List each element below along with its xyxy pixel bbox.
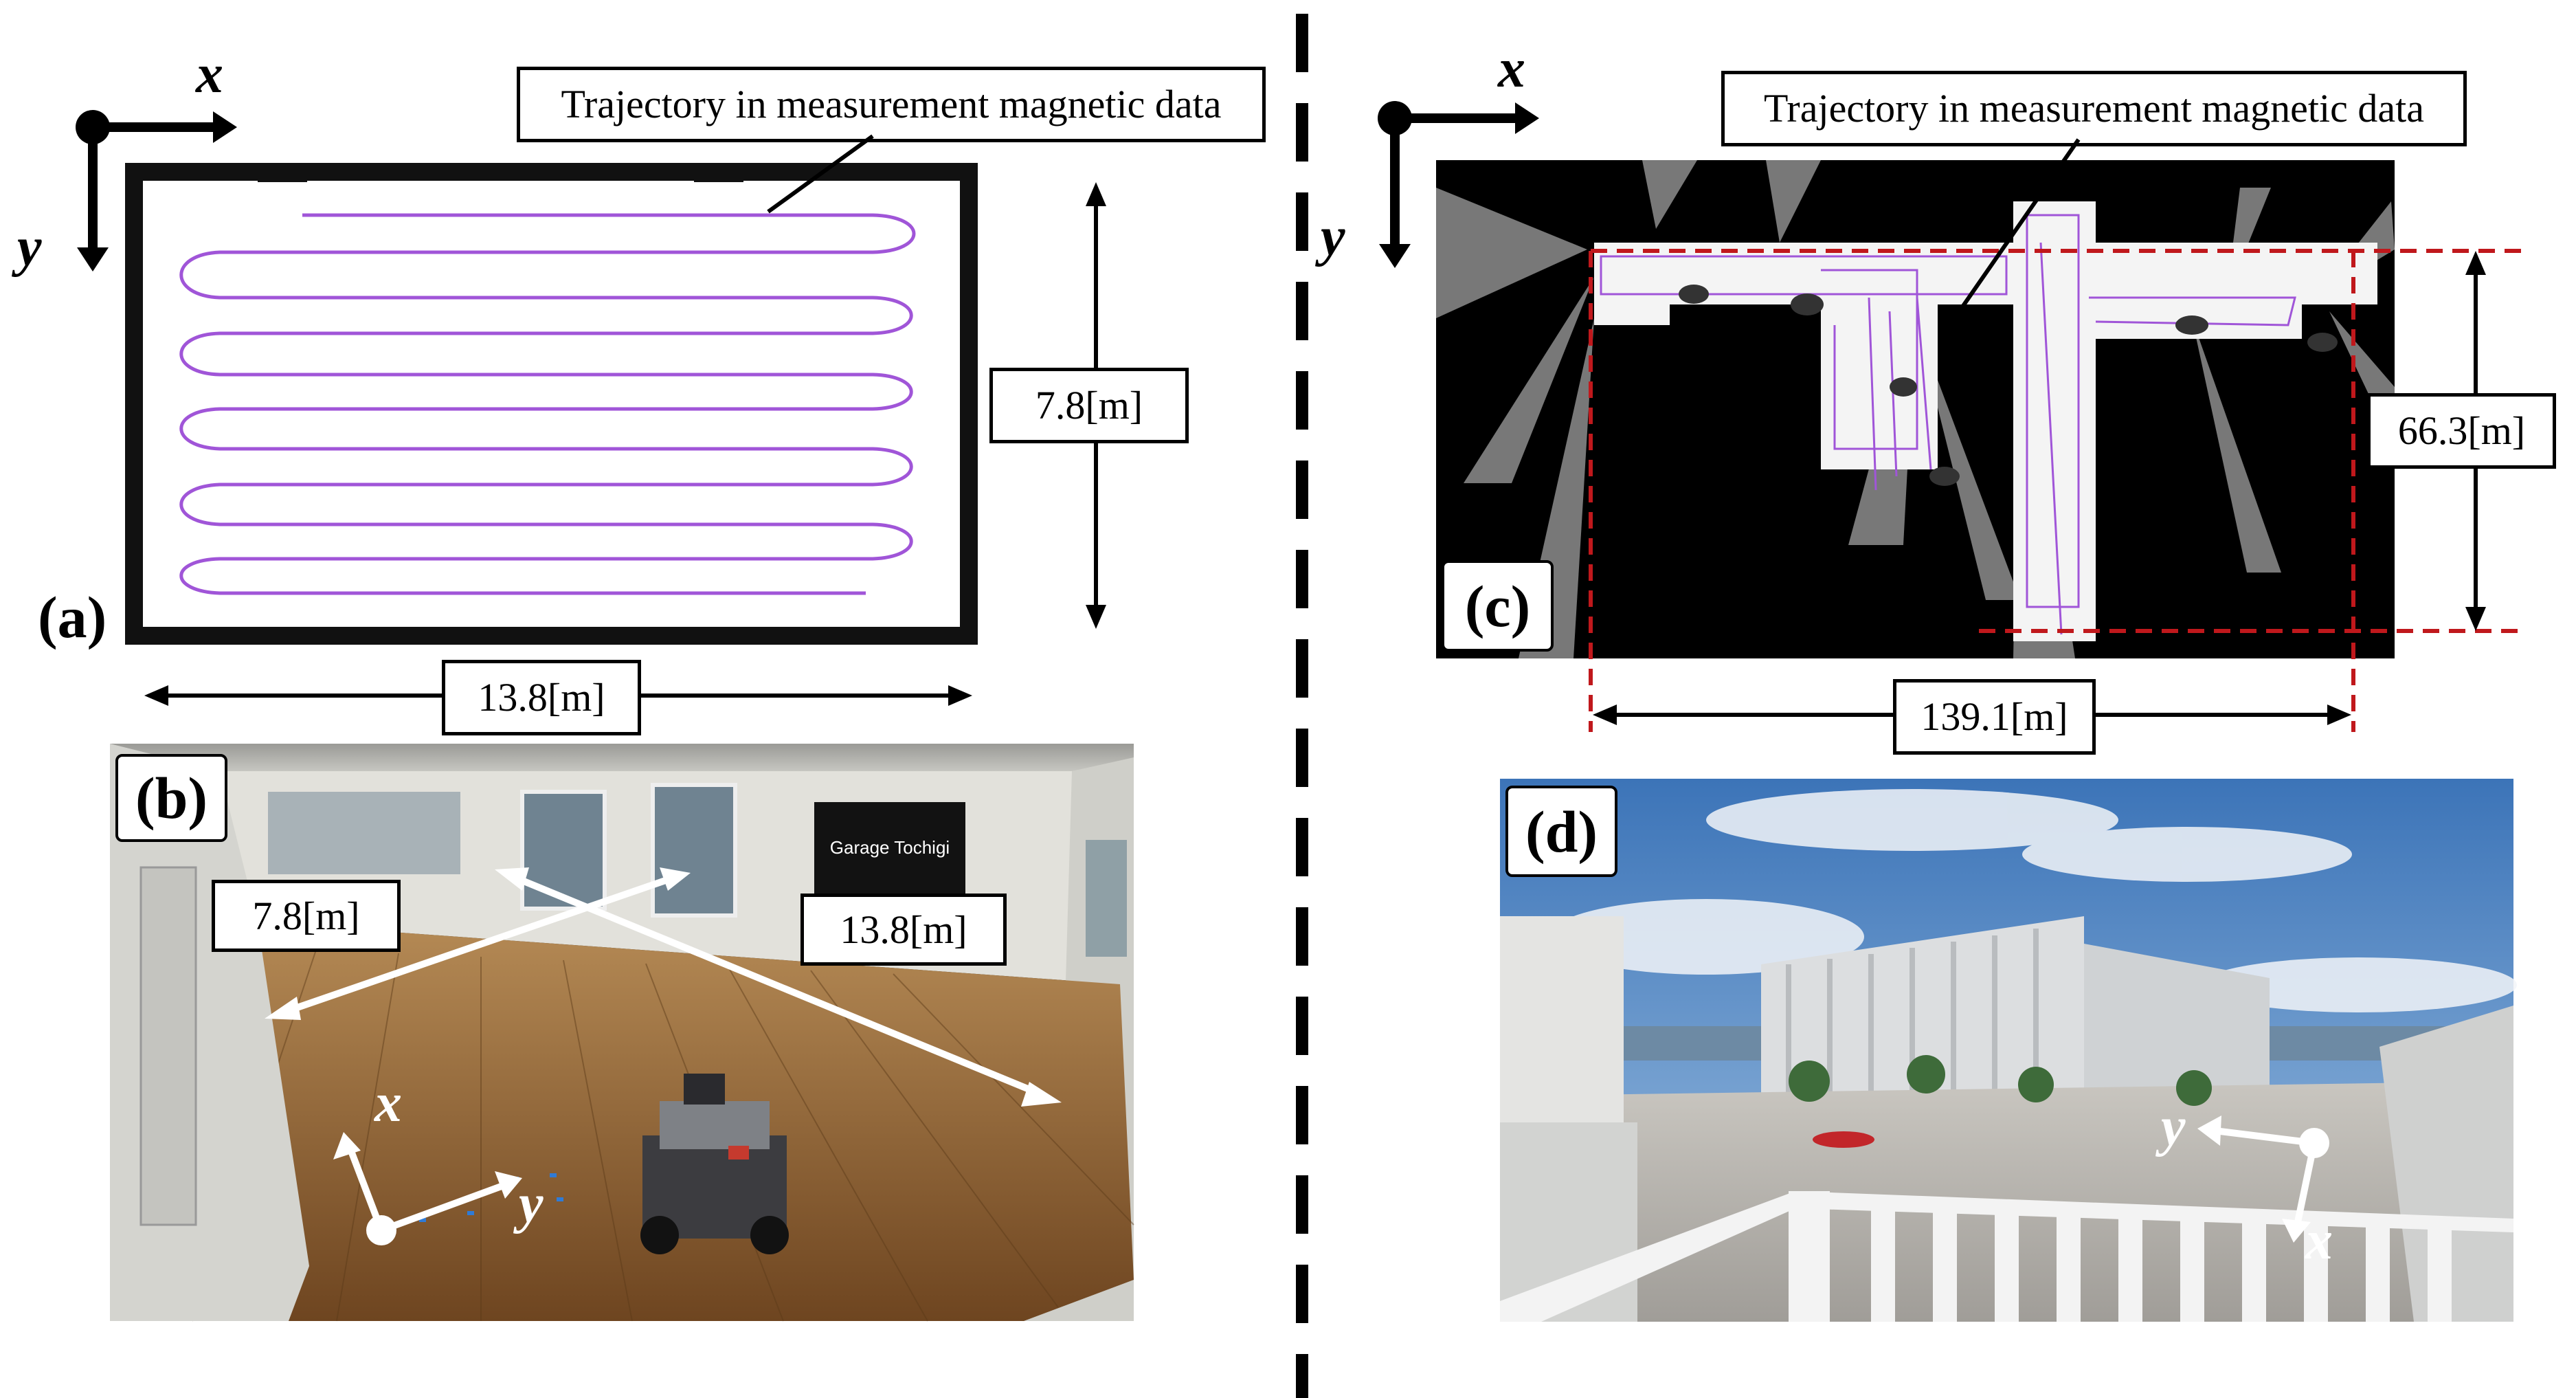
panel-a-axis-y-label: y bbox=[17, 217, 42, 278]
robot bbox=[640, 1074, 789, 1254]
panel-b-axis-x-label: x bbox=[374, 1073, 402, 1133]
panel-d-tag: (d) bbox=[1505, 786, 1617, 877]
room-trajectory bbox=[179, 213, 916, 595]
panel-b-measure-arrows bbox=[265, 867, 1062, 1107]
panel-b-axis-y-label: y bbox=[519, 1174, 544, 1234]
panel-a-axes bbox=[76, 110, 237, 271]
panel-c-bounds bbox=[1589, 249, 2522, 732]
panel-c-axis-x-label: x bbox=[1498, 38, 1525, 99]
panel-b-sign-text: Garage Tochigi bbox=[830, 837, 950, 858]
panel-c-callout-leader bbox=[1955, 138, 2081, 316]
panel-a-tag: (a) bbox=[38, 584, 107, 650]
panel-b-tag: (b) bbox=[115, 754, 227, 842]
panel-c-axes bbox=[1378, 101, 1539, 268]
room-plan bbox=[125, 163, 978, 645]
panel-c-height-dim: 66.3[m] bbox=[2367, 393, 2556, 469]
panel-a-callout: Trajectory in measurement magnetic data bbox=[517, 67, 1266, 142]
panel-b-long-dim: 13.8[m] bbox=[800, 894, 1007, 966]
panel-d-photo bbox=[1500, 779, 2517, 1322]
panel-c-axis-y-label: y bbox=[1321, 207, 1345, 267]
panel-d-axis-y-label: y bbox=[2161, 1097, 2186, 1157]
panel-c-tag: (c) bbox=[1442, 560, 1554, 652]
panel-d-axis-x-label: x bbox=[2305, 1210, 2333, 1271]
panel-d-axes bbox=[2197, 1116, 2329, 1243]
panel-a-callout-leader bbox=[767, 134, 874, 214]
panel-c-callout: Trajectory in measurement magnetic data bbox=[1721, 71, 2467, 146]
panel-b-photo: Garage Tochigi bbox=[110, 744, 1134, 1322]
panel-b-short-dim: 7.8[m] bbox=[212, 880, 401, 952]
panel-a-height-dim: 7.8[m] bbox=[989, 368, 1189, 443]
panel-c-width-arrow bbox=[1593, 704, 2351, 725]
panel-b-axes bbox=[333, 1132, 522, 1245]
slam-map bbox=[1436, 160, 2395, 658]
panel-a-width-dim: 13.8[m] bbox=[442, 660, 641, 735]
panel-a-axis-x-label: x bbox=[196, 44, 223, 104]
panel-c-width-dim: 139.1[m] bbox=[1893, 679, 2096, 755]
